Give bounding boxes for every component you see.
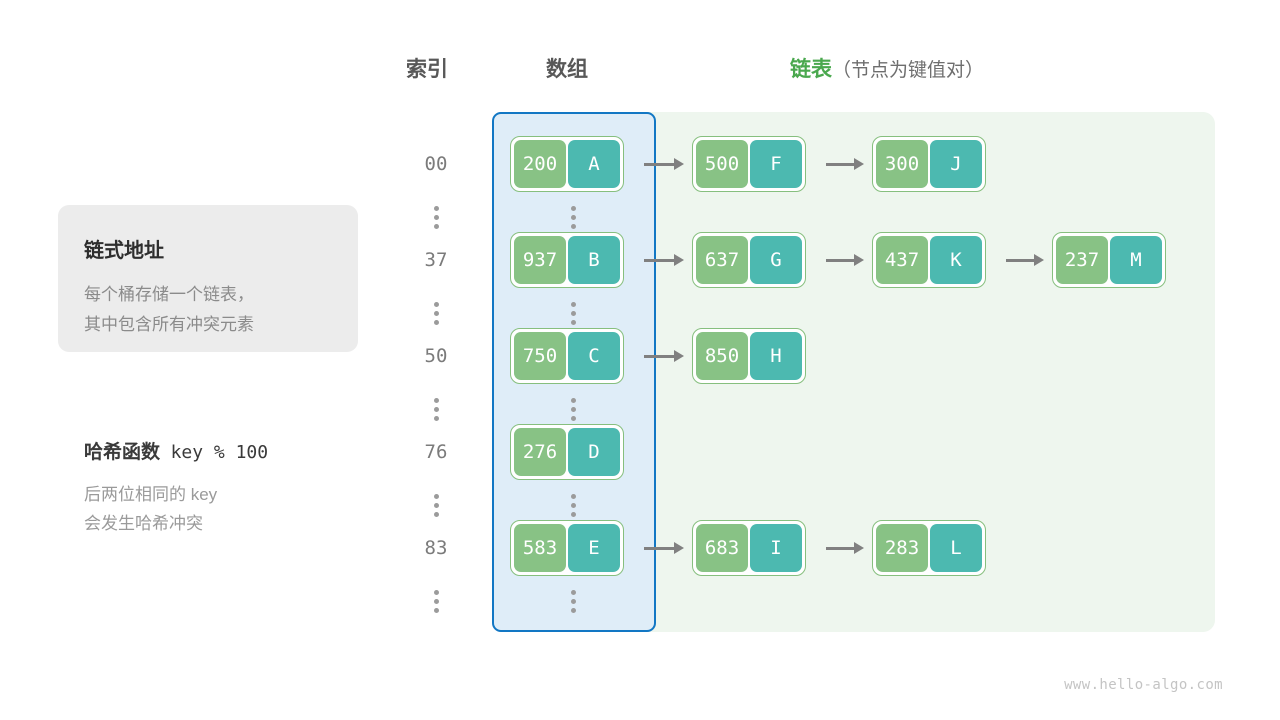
node-value: I bbox=[750, 524, 802, 572]
chain-arrow bbox=[644, 350, 684, 362]
arrow-head bbox=[674, 542, 684, 554]
node-value: K bbox=[930, 236, 982, 284]
arrow-shaft bbox=[644, 259, 674, 262]
chain-arrow bbox=[826, 158, 864, 170]
node-key: 237 bbox=[1056, 236, 1108, 284]
arrow-head bbox=[674, 158, 684, 170]
node-key: 937 bbox=[514, 236, 566, 284]
bucket-index-label: 00 bbox=[424, 153, 448, 175]
hash-function-expression: key % 100 bbox=[170, 442, 269, 463]
node-key: 500 bbox=[696, 140, 748, 188]
node-key: 750 bbox=[514, 332, 566, 380]
node-key: 283 bbox=[876, 524, 928, 572]
node-value: A bbox=[568, 140, 620, 188]
arrow-head bbox=[674, 254, 684, 266]
arrow-head bbox=[1034, 254, 1044, 266]
arrow-shaft bbox=[826, 259, 854, 262]
chain-arrow bbox=[1006, 254, 1044, 266]
index-ellipsis bbox=[429, 302, 443, 325]
node-value: G bbox=[750, 236, 802, 284]
linked-list-label: 链表 bbox=[790, 58, 832, 81]
bucket-index-label: 76 bbox=[424, 441, 448, 463]
node-value: M bbox=[1110, 236, 1162, 284]
arrow-head bbox=[854, 158, 864, 170]
node-value: L bbox=[930, 524, 982, 572]
bucket-index-label: 50 bbox=[424, 345, 448, 367]
hash-note-line-1: 后两位相同的 key bbox=[84, 485, 218, 504]
hash-function-description: 后两位相同的 key 会发生哈希冲突 bbox=[84, 480, 217, 538]
node-value: F bbox=[750, 140, 802, 188]
index-ellipsis bbox=[429, 206, 443, 229]
info-card-title: 链式地址 bbox=[84, 240, 164, 262]
arrow-head bbox=[854, 254, 864, 266]
hash-note-line-2: 会发生哈希冲突 bbox=[84, 514, 203, 533]
index-ellipsis bbox=[429, 398, 443, 421]
array-ellipsis bbox=[566, 206, 580, 229]
info-card-line-1: 每个桶存储一个链表， bbox=[84, 285, 254, 304]
node-value: D bbox=[568, 428, 620, 476]
arrow-shaft bbox=[644, 355, 674, 358]
column-header-linked-list: 链表（节点为键值对） bbox=[790, 53, 984, 83]
arrow-shaft bbox=[1006, 259, 1034, 262]
chain-arrow bbox=[644, 158, 684, 170]
node-key: 683 bbox=[696, 524, 748, 572]
node-key: 200 bbox=[514, 140, 566, 188]
arrow-shaft bbox=[826, 547, 854, 550]
node-value: E bbox=[568, 524, 620, 572]
bucket-index-label: 83 bbox=[424, 537, 448, 559]
hash-function-label: 哈希函数 bbox=[84, 442, 161, 463]
arrow-shaft bbox=[826, 163, 854, 166]
index-ellipsis bbox=[429, 494, 443, 517]
hash-function-title: 哈希函数 key % 100 bbox=[84, 437, 268, 464]
node-value: H bbox=[750, 332, 802, 380]
bucket-index-label: 37 bbox=[424, 249, 448, 271]
index-ellipsis bbox=[429, 590, 443, 613]
info-card bbox=[58, 205, 358, 352]
node-key: 850 bbox=[696, 332, 748, 380]
chain-arrow bbox=[644, 542, 684, 554]
arrow-shaft bbox=[644, 547, 674, 550]
array-ellipsis bbox=[566, 494, 580, 517]
node-key: 583 bbox=[514, 524, 566, 572]
array-ellipsis bbox=[566, 302, 580, 325]
chain-arrow bbox=[644, 254, 684, 266]
node-value: J bbox=[930, 140, 982, 188]
array-ellipsis bbox=[566, 398, 580, 421]
column-header-index: 索引 bbox=[406, 58, 448, 81]
arrow-head bbox=[854, 542, 864, 554]
node-key: 300 bbox=[876, 140, 928, 188]
node-key: 437 bbox=[876, 236, 928, 284]
info-card-description: 每个桶存储一个链表， 其中包含所有冲突元素 bbox=[84, 280, 254, 340]
chain-arrow bbox=[826, 542, 864, 554]
chain-arrow bbox=[826, 254, 864, 266]
node-value: B bbox=[568, 236, 620, 284]
watermark: www.hello-algo.com bbox=[1064, 677, 1223, 693]
array-ellipsis bbox=[566, 590, 580, 613]
node-key: 637 bbox=[696, 236, 748, 284]
node-value: C bbox=[568, 332, 620, 380]
column-header-array: 数组 bbox=[546, 58, 588, 81]
info-card-line-2: 其中包含所有冲突元素 bbox=[84, 315, 254, 334]
arrow-shaft bbox=[644, 163, 674, 166]
arrow-head bbox=[674, 350, 684, 362]
node-key: 276 bbox=[514, 428, 566, 476]
linked-list-sublabel: （节点为键值对） bbox=[832, 60, 985, 81]
